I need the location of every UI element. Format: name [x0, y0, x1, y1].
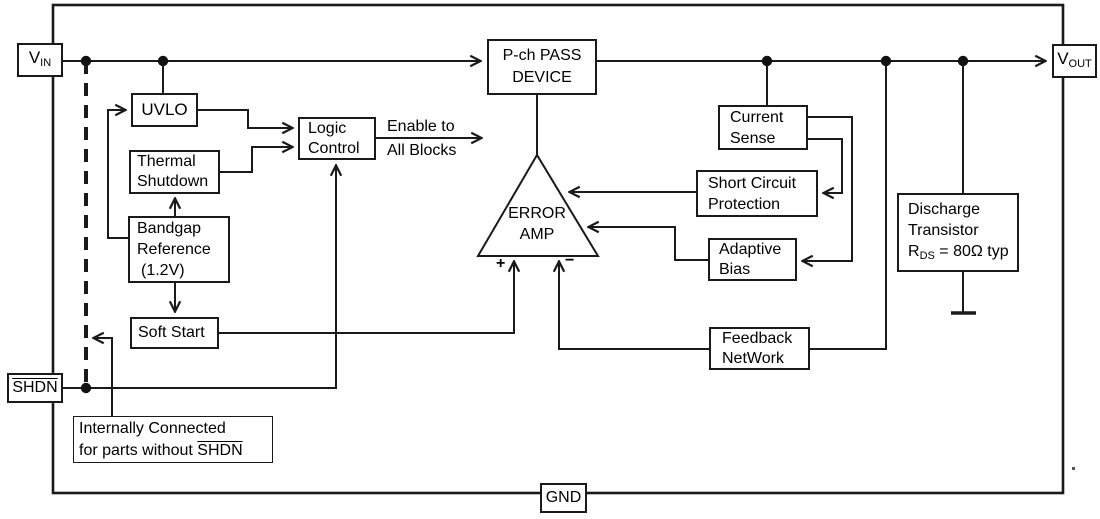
block-label-line: AMP: [519, 226, 555, 243]
junction-dot: [157, 55, 169, 67]
block-discharge-transistor: Discharge Transistor RDS = 80Ω typ: [897, 193, 1019, 272]
pin-vin: VIN: [17, 43, 63, 77]
block-label-line: Thermal: [137, 153, 196, 170]
pin-shdn-label: SHDN: [12, 379, 58, 396]
internally-connected-note: Internally Connected for parts without S…: [73, 416, 273, 463]
block-label-line: Bandgap: [137, 220, 202, 237]
junction-dots: [80, 55, 969, 394]
note-line1: Internally Connected: [79, 419, 226, 437]
error-amp-label: ERROR AMP: [477, 203, 597, 245]
wire-thermal-to-logic: [220, 147, 292, 173]
block-label-line: Logic: [308, 119, 347, 137]
block-label-line: NetWork: [722, 349, 784, 367]
pin-shdn: SHDN: [7, 373, 63, 403]
wire-currentsense-to-shortcircuit: [808, 138, 843, 193]
block-label-line: Current: [730, 108, 784, 126]
pin-vout: VOUT: [1052, 44, 1097, 78]
wire-bandgap-to-uvlo: [107, 110, 128, 239]
plus-input-label: +: [496, 255, 506, 272]
enable-label-line1: Enable to: [387, 118, 455, 135]
block-feedback-network: Feedback NetWork: [709, 327, 810, 370]
block-label-line: RDS = 80Ω typ: [908, 242, 1009, 262]
block-bandgap-reference: Bandgap Reference (1.2V): [128, 216, 230, 283]
wire-adaptivebias-to-erroramp: [589, 227, 708, 261]
block-label-line: DEVICE: [512, 69, 572, 86]
block-adaptive-bias: Adaptive Bias: [708, 238, 797, 281]
pin-vin-label: VIN: [28, 47, 52, 69]
wire-currentsense-to-adaptivebias: [803, 116, 853, 261]
minus-input-label: −: [565, 252, 575, 269]
block-label-line: Soft Start: [138, 324, 205, 341]
wire-softstart-to-plus-input: [219, 262, 514, 334]
junction-dot: [880, 55, 892, 67]
wire-shdn-to-logic: [63, 166, 336, 389]
block-label-line: Adaptive: [719, 240, 782, 258]
block-label-line: Discharge: [908, 200, 981, 218]
block-uvlo-label: UVLO: [141, 100, 188, 119]
block-label-line: ERROR: [508, 205, 566, 222]
junction-dot: [80, 55, 92, 67]
wire-feedback-to-vout-rail: [810, 61, 887, 350]
block-label-line: Shutdown: [137, 173, 209, 190]
block-short-circuit-protection: Short Circuit Protection: [696, 170, 818, 217]
block-logic-control: Logic Control: [298, 117, 376, 160]
block-thermal-shutdown: Thermal Shutdown: [129, 150, 220, 194]
block-label-line: P-ch PASS: [502, 47, 582, 64]
junction-dot: [957, 55, 969, 67]
block-soft-start: Soft Start: [130, 317, 219, 349]
block-label-line: Sense: [730, 129, 776, 147]
block-pass-device: P-ch PASS DEVICE: [487, 39, 597, 95]
enable-label-line2: All Blocks: [387, 142, 457, 159]
wire-note-pointer: [94, 338, 113, 416]
block-label-line: Short Circuit: [708, 174, 797, 192]
block-label-line: (1.2V): [141, 262, 185, 279]
block-label-line: Feedback: [722, 329, 793, 347]
wire-uvlo-to-logic: [197, 109, 292, 128]
pin-gnd: GND: [540, 483, 587, 513]
junction-dot: [761, 55, 773, 67]
block-label-line: Transistor: [908, 221, 979, 239]
junction-dot: [80, 382, 92, 394]
block-label-line: Reference: [137, 241, 211, 258]
block-label-line: Protection: [708, 195, 781, 213]
block-label-line: Bias: [719, 260, 751, 278]
block-label-line: Control: [308, 139, 360, 157]
error-amp-triangle: [476, 153, 600, 257]
note-line2: for parts without SHDN: [79, 441, 243, 459]
pin-gnd-label: GND: [545, 489, 582, 506]
block-uvlo: UVLO: [131, 93, 198, 127]
block-current-sense: Current Sense: [718, 105, 808, 150]
pin-vout-label: VOUT: [1057, 48, 1092, 70]
speck: [1072, 467, 1075, 470]
wire-feedback-to-minus-input: [559, 262, 709, 350]
